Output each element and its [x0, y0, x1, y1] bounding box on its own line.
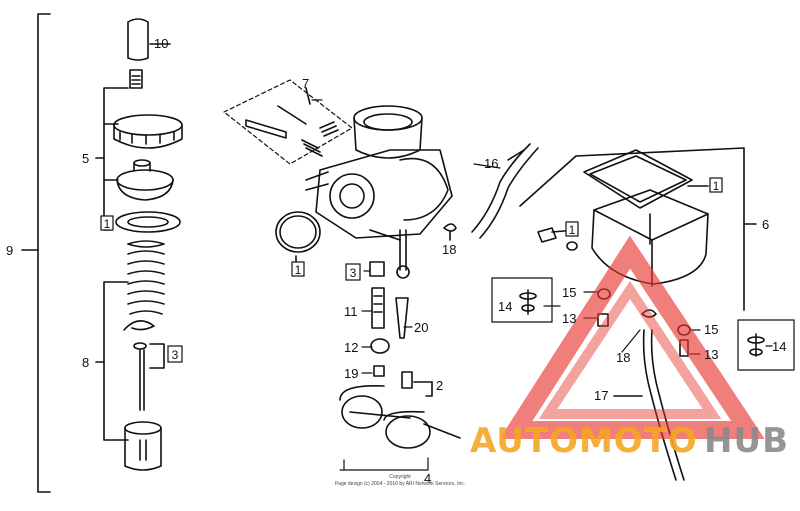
part-top-nut [113, 114, 183, 149]
callout-8: 8 [82, 355, 89, 370]
callout-3-left: 3 [172, 348, 179, 362]
part-needle-clip [123, 320, 155, 411]
callout-17: 17 [594, 388, 608, 403]
callout-7: 7 [302, 76, 309, 91]
part-adjuster-screw [129, 69, 143, 89]
callout-1-bowl-gasket: 1 [713, 179, 720, 193]
part-carburetor-body [305, 105, 453, 279]
part-16-vent-tube [471, 143, 539, 239]
callout-2: 2 [436, 378, 443, 393]
part-top-cap [116, 159, 174, 201]
callout-18-left: 18 [442, 242, 456, 257]
watermark-word-orange: AUTOMOTO [470, 421, 698, 461]
callout-1-oring: 1 [295, 263, 302, 277]
copyright-notice: Copyright Page design (c) 2004 - 2016 by… [335, 474, 465, 487]
watermark-triangle [499, 235, 765, 439]
part-13-screw-left [597, 313, 609, 327]
svg-text:Copyright: Copyright [389, 474, 411, 480]
callout-1-drain: 1 [569, 223, 576, 237]
callout-14-right: 14 [772, 339, 786, 354]
part-10-cable-tube [127, 18, 171, 61]
bracket-9 [21, 13, 51, 493]
callout-13-right: 13 [704, 347, 718, 362]
part-bowl-gasket [583, 149, 693, 209]
callout-16: 16 [484, 156, 498, 171]
part-gasket [115, 211, 181, 233]
part-spring [127, 240, 165, 315]
box-14-left [491, 277, 553, 323]
part-14-right [747, 333, 765, 357]
callout-20: 20 [414, 320, 428, 335]
callout-1-gasket: 1 [104, 217, 111, 231]
bracket-8 [103, 281, 129, 441]
callout-12: 12 [344, 340, 358, 355]
part-oring [275, 211, 321, 253]
part-18-clip-right [641, 309, 657, 318]
callout-15-left: 15 [562, 285, 576, 300]
group-7-screws [223, 79, 353, 165]
callout-5: 5 [82, 151, 89, 166]
watermark-word-gray: HUB [704, 421, 789, 461]
callout-6: 6 [762, 217, 769, 232]
callout-11: 11 [344, 304, 358, 319]
part-14-left [519, 289, 537, 315]
callout-15-right: 15 [704, 322, 718, 337]
callout-18-right: 18 [616, 350, 630, 365]
bracket-6 [519, 147, 745, 311]
callout-14-left: 14 [498, 299, 512, 314]
part-jet-stack [369, 261, 409, 377]
callout-3-jet: 3 [350, 266, 357, 280]
callout-10: 10 [154, 36, 168, 51]
part-throttle-slide [124, 421, 162, 471]
watermark-wordmark: AUTOMOTO HUB [470, 421, 789, 461]
callout-9: 9 [6, 243, 13, 258]
box-14-right [737, 319, 795, 371]
part-18-clip [443, 223, 457, 232]
part-float-assembly [339, 371, 461, 449]
callout-19: 19 [344, 366, 358, 381]
callout-13-left: 13 [562, 311, 576, 326]
svg-text:Page design (c) 2004 - 2016 by: Page design (c) 2004 - 2016 by ARI Netwo… [335, 481, 465, 487]
part-17-drain-tube [642, 329, 685, 481]
callout-4: 4 [424, 471, 431, 486]
bracket-5 [103, 87, 129, 231]
